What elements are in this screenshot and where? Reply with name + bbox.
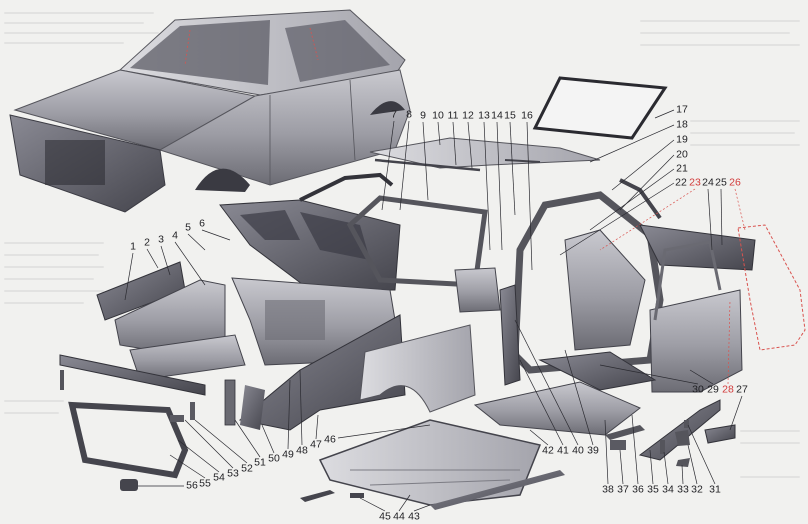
callout-52: 52 xyxy=(241,462,253,475)
callout-46: 46 xyxy=(324,433,336,446)
callout-50: 50 xyxy=(268,452,280,465)
callout-9: 9 xyxy=(420,109,426,122)
callout-14: 14 xyxy=(491,109,503,122)
front-brackets xyxy=(170,379,265,430)
callout-26: 26 xyxy=(729,176,741,189)
callout-16: 16 xyxy=(521,109,533,122)
leader-lines xyxy=(124,109,743,512)
callout-24: 24 xyxy=(702,176,714,189)
callout-27: 27 xyxy=(736,383,748,396)
callout-15: 15 xyxy=(504,109,516,122)
callout-13: 13 xyxy=(478,109,490,122)
rear-reinforcements xyxy=(605,399,736,467)
callout-22: 22 xyxy=(675,176,687,189)
callout-11: 11 xyxy=(447,109,459,122)
assembled-body xyxy=(9,9,411,213)
callout-56: 56 xyxy=(186,479,198,492)
callout-21: 21 xyxy=(676,162,688,175)
callout-45: 45 xyxy=(379,510,391,523)
callout-38: 38 xyxy=(602,483,614,496)
callout-4: 4 xyxy=(172,229,178,242)
body-side-frame xyxy=(499,178,664,386)
front-panel xyxy=(59,354,206,491)
front-wheel-arches xyxy=(96,261,246,381)
callout-32: 32 xyxy=(691,483,703,496)
callout-20: 20 xyxy=(676,148,688,161)
callout-19: 19 xyxy=(676,133,688,146)
callout-6: 6 xyxy=(199,217,205,230)
callout-53: 53 xyxy=(227,467,239,480)
rear-floor xyxy=(473,351,657,436)
callout-48: 48 xyxy=(296,444,308,457)
callout-12: 12 xyxy=(462,109,474,122)
callout-43: 43 xyxy=(408,510,420,523)
front-fender xyxy=(238,314,476,431)
callout-51: 51 xyxy=(254,456,266,469)
callout-30: 30 xyxy=(692,383,704,396)
callout-37: 37 xyxy=(617,483,629,496)
callout-55: 55 xyxy=(199,477,211,490)
callout-39: 39 xyxy=(587,444,599,457)
callout-10: 10 xyxy=(432,109,444,122)
callout-29: 29 xyxy=(707,383,719,396)
floor-pan xyxy=(300,419,565,510)
callout-42: 42 xyxy=(542,444,554,457)
callout-41: 41 xyxy=(557,444,569,457)
rear-window-glass xyxy=(532,76,668,140)
callout-34: 34 xyxy=(662,483,674,496)
rear-quarter-panel xyxy=(639,224,756,271)
callout-31: 31 xyxy=(709,483,721,496)
callout-7: 7 xyxy=(391,108,397,121)
callout-17: 17 xyxy=(676,103,688,116)
callout-23: 23 xyxy=(689,176,701,189)
callout-5: 5 xyxy=(185,221,191,234)
callout-40: 40 xyxy=(572,444,584,457)
rear-door-ghost xyxy=(737,224,806,351)
callout-33: 33 xyxy=(677,483,689,496)
tailgate-frame xyxy=(299,172,501,313)
callout-47: 47 xyxy=(310,438,322,451)
callout-44: 44 xyxy=(393,510,405,523)
callout-2: 2 xyxy=(144,236,150,249)
callout-3: 3 xyxy=(158,233,164,246)
callout-18: 18 xyxy=(676,118,688,131)
roof-panel xyxy=(369,137,601,172)
callout-25: 25 xyxy=(715,176,727,189)
callout-54: 54 xyxy=(213,471,225,484)
ghost-leader-lines xyxy=(599,188,746,385)
hood xyxy=(219,199,401,291)
callout-35: 35 xyxy=(647,483,659,496)
callout-1: 1 xyxy=(130,240,136,253)
callout-28: 28 xyxy=(722,383,734,396)
callout-49: 49 xyxy=(282,448,294,461)
callout-8: 8 xyxy=(406,108,412,121)
callout-36: 36 xyxy=(632,483,644,496)
